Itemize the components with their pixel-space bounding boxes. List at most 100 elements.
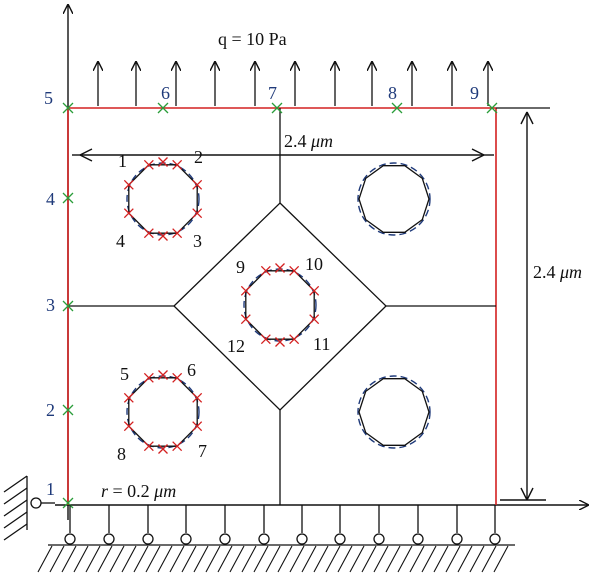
node-marker [172,441,183,452]
node-marker [143,228,154,239]
node-label: 4 [116,231,125,251]
hole-circle [126,375,200,449]
node-label: 5 [120,364,129,384]
hole-polygon [245,270,315,340]
node-marker [123,179,134,190]
node-marker [192,208,203,219]
node-label: 4 [46,189,55,209]
width-dimension [72,148,494,162]
node-marker [158,157,168,167]
node-marker [62,192,74,204]
node-marker [62,497,74,509]
node-marker [192,421,203,432]
node-label: 12 [227,336,245,356]
roller [451,505,463,545]
node-label: 1 [118,151,127,171]
node-marker [275,337,285,347]
node-label: 6 [187,360,196,380]
roller [219,505,231,545]
hole-circle [243,268,317,342]
node-label: 11 [313,334,330,354]
ground [37,544,515,573]
hole-polygon [128,164,198,234]
node-marker [260,334,271,345]
radius-label: r = 0.2 μm [101,481,176,501]
hole [123,370,203,454]
node-label: 5 [44,88,53,108]
node-marker [123,421,134,432]
roller [180,505,192,545]
node-marker [271,102,283,114]
node-marker [486,102,498,114]
node-marker [143,441,154,452]
hole [240,263,320,347]
roller [142,505,154,545]
hole-circle [126,162,200,236]
height-label: 2.4 μm [533,262,582,282]
node-marker [158,231,168,241]
roller [64,505,76,545]
hole [357,162,431,236]
node-label: 7 [268,83,277,103]
node-marker [123,392,134,403]
internal-cell-lines [68,108,496,505]
node-label: 8 [117,444,126,464]
node-label: 9 [236,257,245,277]
hole [123,157,203,241]
roller [489,505,501,545]
roller [258,505,270,545]
load-arrows [98,62,488,106]
node-marker [158,370,168,380]
node-label: 3 [193,231,202,251]
node-marker [240,285,251,296]
roller [296,505,308,545]
node-label: 8 [388,83,397,103]
hole-polygon [358,378,430,446]
node-label: 2 [46,400,55,420]
node-marker [62,102,74,114]
node-label: 1 [46,479,55,499]
hole-circle [357,375,431,449]
hole [357,375,431,449]
load-label: q = 10 Pa [218,29,287,49]
node-marker [289,334,300,345]
height-dimension [500,111,546,501]
node-label: 10 [305,254,323,274]
roller-supports [64,505,501,545]
hole-polygon [358,165,430,233]
node-marker [172,228,183,239]
node-marker [143,159,154,170]
node-marker [192,179,203,190]
boundary-node-markers [62,102,498,509]
node-label: 9 [470,83,479,103]
roller [334,505,346,545]
node-marker [289,265,300,276]
node-marker [240,314,251,325]
node-label: 6 [161,83,170,103]
node-marker [143,372,154,383]
diamond-cell [173,202,387,411]
node-marker [172,159,183,170]
node-label: 3 [46,295,55,315]
node-marker [62,300,74,312]
node-marker [62,404,74,416]
pin-support [3,475,55,541]
node-marker [309,285,320,296]
node-marker [391,102,403,114]
holes [123,157,431,454]
node-marker [157,102,169,114]
node-label: 2 [194,147,203,167]
node-label: 7 [198,441,207,461]
node-marker [192,392,203,403]
node-marker [275,263,285,273]
width-label: 2.4 μm [284,131,333,151]
roller [103,505,115,545]
node-marker [158,444,168,454]
roller [373,505,385,545]
node-marker [172,372,183,383]
hole-polygon [128,377,198,447]
roller [412,505,424,545]
node-marker [123,208,134,219]
